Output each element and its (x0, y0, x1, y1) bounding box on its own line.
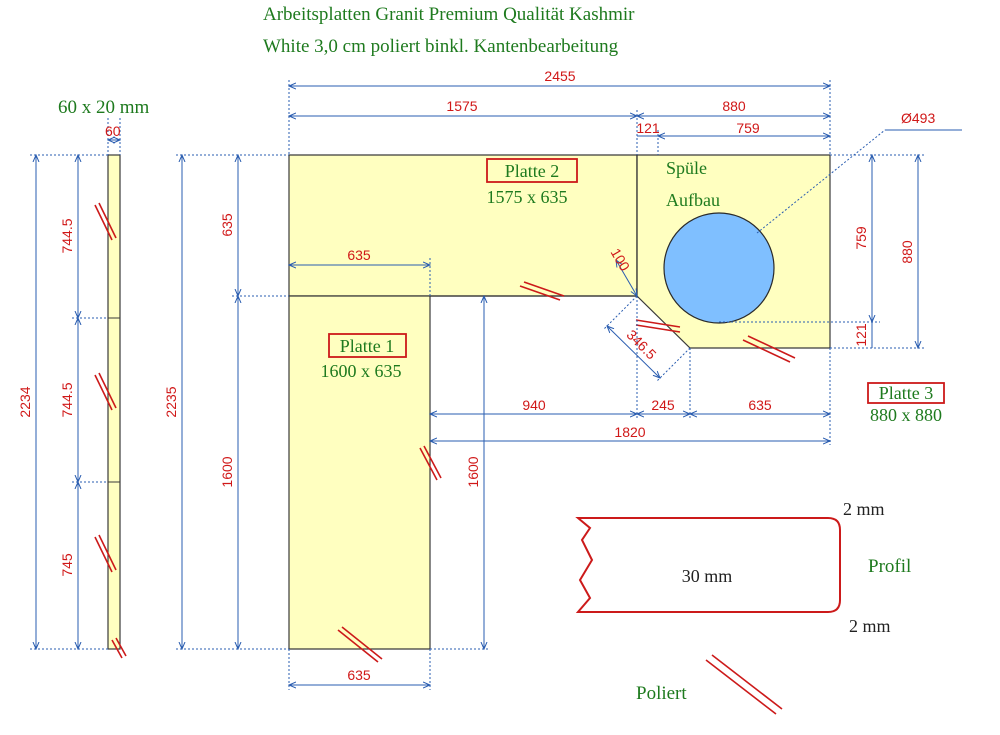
dim-right-880-label: 880 (899, 240, 915, 264)
dim-1820-label: 1820 (614, 424, 645, 440)
sink-bowl (663, 212, 775, 324)
title-line-2: White 3,0 cm poliert binkl. Kantenbearbe… (263, 36, 619, 57)
strip-polish-marks (94, 202, 127, 659)
sink-label-1: Spüle (666, 158, 707, 178)
dim-top-left-label: 1575 (446, 98, 477, 114)
plate-1-label-box (328, 333, 407, 358)
dim-gap-121-label: 121 (636, 120, 660, 136)
strip-slab (107, 154, 121, 650)
plate-2-label: Platte 2 (505, 161, 560, 181)
profile-thickness: 30 mm (682, 566, 733, 586)
plate-3-label-box (867, 382, 945, 404)
strip-header: 60 x 20 mm (58, 97, 150, 118)
dim-inner-635-label: 635 (347, 247, 371, 263)
dim-right-759-label: 759 (853, 226, 869, 250)
dim-940-label: 940 (522, 397, 546, 413)
dim-strip-seg-3-label: 745 (59, 553, 75, 577)
plate-2-label-box (486, 158, 578, 183)
sink-leader-line (756, 129, 886, 234)
dim-left-total-label: 2235 (163, 386, 179, 417)
dim-sink-759-label: 759 (736, 120, 760, 136)
plate-2-slab (288, 154, 638, 297)
legend-label: Poliert (636, 683, 687, 704)
dim-diag-100 (616, 260, 637, 296)
dim-245-label: 245 (651, 397, 675, 413)
plate-1-label: Platte 1 (340, 336, 395, 356)
plate-2-size: 1575 x 635 (487, 187, 568, 207)
dim-635-right-label: 635 (748, 397, 772, 413)
dim-left-635-label: 635 (219, 213, 235, 237)
profile-top-radius: 2 mm (843, 499, 885, 519)
edge-profile (575, 517, 841, 613)
dim-strip-width-label: 60 (105, 123, 121, 139)
dim-total-width-label: 2455 (544, 68, 575, 84)
dim-top-right-label: 880 (722, 98, 746, 114)
sink-label-2: Aufbau (666, 190, 720, 210)
dim-strip-seg-2-label: 744.5 (59, 382, 75, 417)
dim-diag-3465 (607, 326, 660, 378)
profile-bottom-radius: 2 mm (849, 616, 891, 636)
dim-strip-total-label: 2234 (17, 386, 33, 417)
plate-3-size: 880 x 880 (870, 405, 942, 425)
dim-diag-3465-label: 346.5 (623, 326, 659, 362)
dim-bottom-635-label: 635 (347, 667, 371, 683)
plate-1-size: 1600 x 635 (321, 361, 402, 381)
dim-right-121-label: 121 (853, 323, 869, 347)
title-line-1: Arbeitsplatten Granit Premium Qualität K… (263, 4, 635, 25)
sink-diameter-label: Ø493 (901, 110, 935, 126)
dim-strip-seg-1-label: 744.5 (59, 218, 75, 253)
plate-3-label: Platte 3 (879, 383, 934, 403)
profile-label: Profil (868, 556, 911, 577)
dim-left-1600-label: 1600 (219, 456, 235, 487)
polish-legend-icon (705, 654, 783, 715)
dim-inner-1600-label: 1600 (465, 456, 481, 487)
